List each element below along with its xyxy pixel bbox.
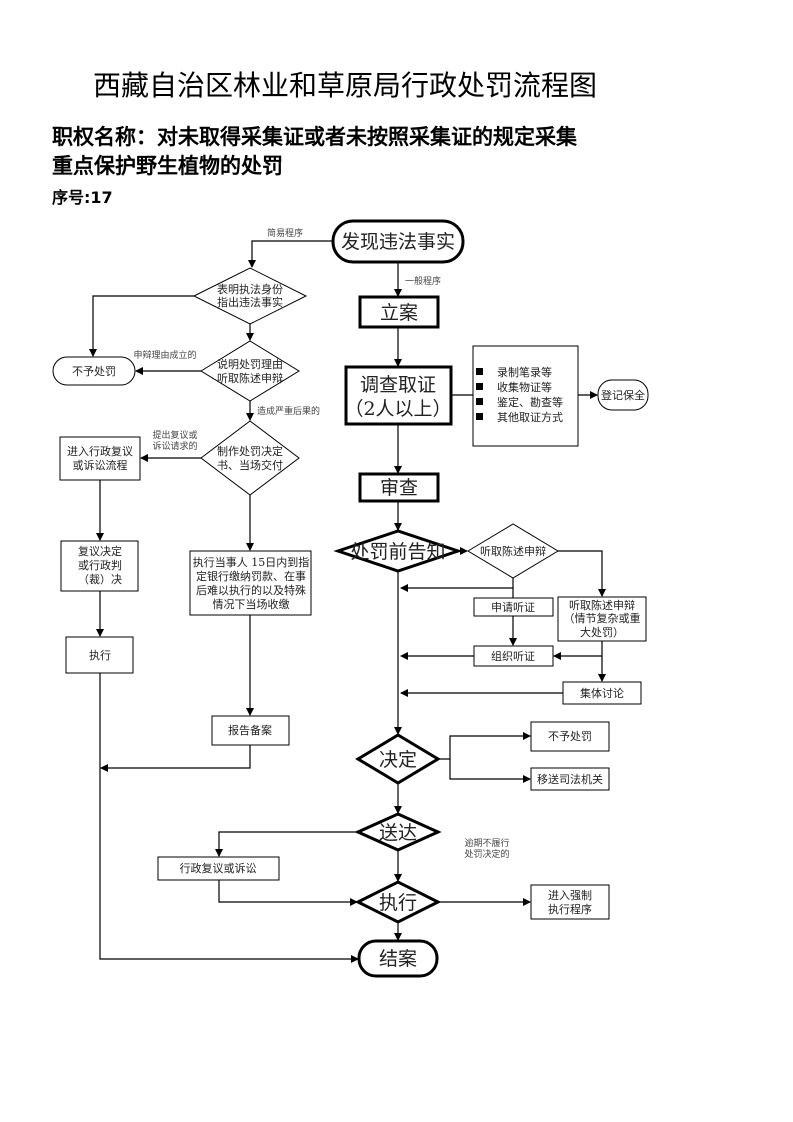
node-discover: 发现违法事实 [331,219,465,264]
node-no-penalty-right: 不予处罚 [530,721,610,752]
bullet-icon [476,398,483,405]
svg-text:听取陈述申辩: 听取陈述申辩 [480,544,546,558]
svg-text:进入行政复议: 进入行政复议 [67,444,133,458]
svg-text:书、当场交付: 书、当场交付 [217,458,283,472]
svg-text:行政复议或诉讼: 行政复议或诉讼 [180,861,257,875]
label-overdue-2: 处罚决定的 [464,848,509,860]
page-title: 西藏自治区林业和草原局行政处罚流程图 [92,69,597,102]
bullet-icon [476,383,483,390]
node-decide: 决定 [355,733,441,785]
svg-text:发现违法事实: 发现违法事实 [341,231,455,253]
svg-text:（2人以上）: （2人以上） [344,398,451,420]
svg-text:移送司法机关: 移送司法机关 [537,772,603,786]
svg-text:或行政判: 或行政判 [78,558,122,572]
svg-text:执行程序: 执行程序 [548,902,592,916]
svg-text:或诉讼流程: 或诉讼流程 [73,458,128,472]
node-no-penalty-left: 不予处罚 [52,356,136,386]
svg-text:进入强制: 进入强制 [548,889,592,902]
node-review: 审查 [358,472,440,503]
svg-text:其他取证方式: 其他取证方式 [497,410,563,424]
node-show-id: 表明执法身份 指出违法事实 [192,267,308,325]
svg-text:定银行缴纳罚款、在事: 定银行缴纳罚款、在事 [196,569,306,583]
node-enter-review: 进入行政复议 或诉讼流程 [59,436,141,481]
node-make-decision: 制作处罚决定 书、当场交付 [200,420,300,496]
node-reconsider: 行政复议或诉讼 [157,856,280,881]
svg-text:听取陈述申辩: 听取陈述申辩 [217,371,283,385]
svg-text:决定: 决定 [379,749,417,771]
svg-text:执行: 执行 [379,892,417,914]
svg-text:表明执法身份: 表明执法身份 [217,282,283,296]
node-execute-left: 执行 [65,636,134,674]
node-report: 报告备案 [211,715,290,746]
node-transfer: 移送司法机关 [530,767,610,791]
svg-text:组织听证: 组织听证 [491,649,535,663]
node-pre-notice: 处罚前告知 [333,529,463,573]
node-organize-hearing: 组织听证 [473,645,554,667]
node-execute: 执行 [354,880,442,924]
svg-text:后难以执行的以及特殊: 后难以执行的以及特殊 [196,583,306,597]
authority-name-line2: 重点保护野生植物的处罚 [52,154,283,178]
node-force: 进入强制 执行程序 [530,884,610,920]
svg-text:录制笔录等: 录制笔录等 [497,365,552,379]
connectors [89,240,606,963]
svg-text:指出违法事实: 指出违法事实 [217,295,283,309]
label-simple-procedure: 简易程序 [267,227,303,239]
node-investigate: 调查取证 （2人以上） [344,365,453,426]
svg-text:报告备案: 报告备案 [228,723,272,737]
svg-text:执行当事人 15日内到指: 执行当事人 15日内到指 [193,555,310,569]
node-apply-hearing: 申请听证 [473,597,554,617]
bullet-icon [476,413,483,420]
svg-text:复议决定: 复议决定 [78,544,122,558]
label-serious-consequence: 造成严重后果的 [257,405,320,417]
node-pay: 执行当事人 15日内到指 定银行缴纳罚款、在事 后难以执行的以及特殊 情况下当场… [189,550,312,616]
serial-number: 序号:17 [52,188,113,207]
svg-text:说明处罚理由: 说明处罚理由 [217,357,283,371]
svg-text:鉴定、勘查等: 鉴定、勘查等 [497,395,563,409]
svg-text:处罚前告知: 处罚前告知 [350,541,445,563]
node-collective: 集体讨论 [562,681,642,705]
svg-text:审查: 审查 [380,477,418,499]
svg-text:登记保全: 登记保全 [601,388,645,402]
svg-text:执行: 执行 [89,648,111,662]
svg-text:集体讨论: 集体讨论 [580,686,624,700]
label-defense-valid: 申辩理由成立的 [133,349,196,361]
evidence-list: 录制笔录等 收集物证等 鉴定、勘查等 其他取证方式 [472,345,579,447]
bullet-icon [476,368,483,375]
svg-text:（裁）决: （裁）决 [78,573,122,586]
node-close: 结案 [357,939,439,978]
svg-text:立案: 立案 [380,302,418,324]
label-general-procedure: 一般程序 [405,275,441,287]
svg-text:（情节复杂或重: （情节复杂或重 [564,611,641,625]
svg-text:调查取证: 调查取证 [360,374,436,396]
svg-text:收集物证等: 收集物证等 [497,380,552,394]
svg-text:大处罚）: 大处罚） [580,625,624,639]
node-review-decision: 复议决定 或行政判 （裁）决 [60,540,139,592]
node-explain: 说明处罚理由 听取陈述申辩 [200,340,300,402]
label-request-review-2: 诉讼请求的 [152,440,197,452]
node-deliver: 送达 [354,812,442,852]
svg-text:送达: 送达 [379,822,417,844]
svg-text:申请听证: 申请听证 [491,601,535,614]
label-overdue-1: 逾期不履行 [464,837,509,849]
svg-text:情况下当场收缴: 情况下当场收缴 [213,597,290,611]
svg-text:不予处罚: 不予处罚 [72,365,116,378]
label-request-review-1: 提出复议或 [152,429,197,441]
svg-text:制作处罚决定: 制作处罚决定 [217,444,283,458]
svg-text:听取陈述申辩: 听取陈述申辩 [569,598,635,612]
node-hear-box: 听取陈述申辩 （情节复杂或重 大处罚） [557,596,647,642]
node-file-case: 立案 [358,295,440,329]
svg-text:结案: 结案 [379,948,417,970]
svg-text:不予处罚: 不予处罚 [548,730,592,743]
node-hear-diamond: 听取陈述申辩 [467,523,559,579]
authority-name-line1: 职权名称：对未取得采集证或者未按照采集证的规定采集 [52,125,577,149]
node-register: 登记保全 [597,379,649,411]
